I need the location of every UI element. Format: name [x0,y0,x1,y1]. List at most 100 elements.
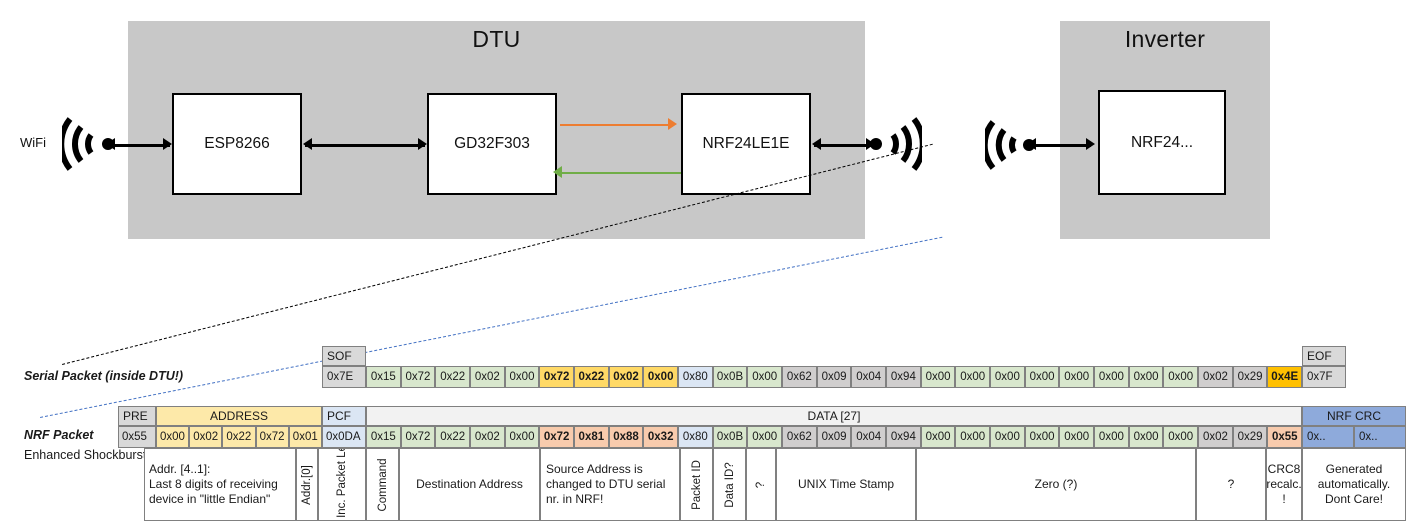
nrf-byte-1: 0x72 [400,426,436,448]
serial-byte-21: 0x00 [1094,366,1129,388]
chip-esp8266[interactable]: ESP8266 [172,93,302,195]
serial-byte-9: 0x80 [678,366,713,388]
chip-gd32f303[interactable]: GD32F303 [427,93,557,195]
block-diagram: DTU WiFi ESP8266 GD32F303 NRF24LE1E Inve… [0,0,1406,260]
desc-question-1-label: ? [755,481,767,488]
response-arrow-green [553,166,562,178]
desc-zero: Zero (?) [916,448,1196,521]
serial-byte-2: 0x22 [435,366,470,388]
serial-byte-19: 0x00 [1024,366,1060,388]
nrf-byte-18: 0x00 [990,426,1025,448]
wifi-esp-link [108,144,170,147]
nrf-byte-2: 0x22 [435,426,470,448]
esp-gd32-link [305,144,425,147]
serial-byte-17: 0x00 [955,366,991,388]
desc-data-id: Data ID? [713,448,746,521]
serial-byte-11: 0x00 [747,366,783,388]
inverter-arrow-right [1086,138,1095,150]
nrf-byte-21: 0x00 [1094,426,1129,448]
desc-command: Command [366,448,399,521]
nrf-antenna-link [814,144,872,147]
nrf-byte-4: 0x00 [504,426,540,448]
serial-byte-20: 0x00 [1059,366,1095,388]
nrf-pcf-value: 0x0DA [322,426,366,448]
nrf-byte-26: 0x55 [1267,426,1303,448]
nrf-byte-19: 0x00 [1024,426,1060,448]
serial-byte-13: 0x09 [816,366,852,388]
desc-command-label: Command [376,457,389,512]
nrf-address-value-2: 0x22 [222,426,256,448]
nrf-byte-12: 0x62 [782,426,817,448]
nrf-byte-10: 0x0B [712,426,748,448]
desc-question-1: ? [746,448,776,521]
nrf-crc-header: NRF CRC [1302,406,1406,426]
nrf-byte-17: 0x00 [955,426,991,448]
serial-byte-12: 0x62 [782,366,817,388]
request-link-orange [560,124,672,126]
nrf-address-value-4: 0x01 [288,426,322,448]
dtu-radio-antenna-icon [870,117,922,171]
nrf-byte-15: 0x94 [886,426,921,448]
nrf-byte-22: 0x00 [1128,426,1164,448]
nrf-byte-23: 0x00 [1163,426,1199,448]
nrf-antenna-arrow-left [812,138,821,150]
nrf-byte-5: 0x72 [539,426,574,448]
serial-byte-1: 0x72 [400,366,436,388]
serial-byte-24: 0x02 [1198,366,1233,388]
nrf-crc-value-1: 0x.. [1354,426,1406,448]
nrf-crc-value-0: 0x.. [1302,426,1354,448]
nrf-byte-6: 0x81 [574,426,609,448]
serial-sof-value: 0x7E [322,366,366,388]
nrf-packet-sublabel: Enhanced Shockburst [24,448,147,462]
esp-gd32-arrow-right [418,138,427,150]
desc-destination: Destination Address [399,448,540,521]
serial-byte-3: 0x02 [470,366,505,388]
desc-addr0: Addr.[0] [296,448,318,521]
desc-address: Addr. [4..1]: Last 8 digits of receiving… [144,448,296,521]
wifi-label: WiFi [20,135,46,150]
nrf-byte-7: 0x88 [608,426,644,448]
inverter-antenna-link [1029,144,1091,147]
nrf-byte-9: 0x80 [678,426,713,448]
serial-byte-22: 0x00 [1128,366,1164,388]
serial-byte-25: 0x29 [1232,366,1268,388]
inverter-title: Inverter [1124,26,1206,52]
desc-auto-crc: Generated automatically. Dont Care! [1302,448,1406,521]
nrf-packet-leader-line [40,236,943,418]
nrf-pre-header: PRE [118,406,156,426]
desc-addr0-label: Addr.[0] [301,464,313,505]
nrf-byte-24: 0x02 [1198,426,1233,448]
wifi-esp-arrow-right [163,138,172,150]
serial-byte-26: 0x4E [1267,366,1303,388]
request-arrow-orange [668,118,677,130]
desc-packet-length-label: 9 Bit! Inc. Packet Length [336,448,348,521]
serial-eof-value: 0x7F [1302,366,1346,388]
nrf-byte-8: 0x32 [643,426,679,448]
nrf-byte-13: 0x09 [816,426,852,448]
nrf-address-header: ADDRESS [156,406,322,426]
nrf-byte-0: 0x15 [366,426,401,448]
chip-nrf24[interactable]: NRF24... [1098,90,1226,195]
inverter-arrow-left [1027,138,1036,150]
nrf-byte-11: 0x00 [747,426,783,448]
nrf-byte-16: 0x00 [920,426,956,448]
serial-eof-header: EOF [1302,346,1346,366]
nrf-byte-14: 0x04 [851,426,887,448]
dtu-title: DTU [472,26,521,52]
nrf-address-value-3: 0x72 [255,426,289,448]
serial-byte-15: 0x94 [886,366,921,388]
desc-packet-length: 9 Bit! Inc. Packet Length [318,448,366,521]
desc-crc8: CRC8 recalc. ! [1266,448,1302,521]
serial-byte-5: 0x72 [539,366,574,388]
nrf-data-header: DATA [27] [366,406,1302,426]
desc-timestamp: UNIX Time Stamp [776,448,916,521]
nrf-pre-value: 0x55 [118,426,156,448]
nrf-address-value-0: 0x00 [156,426,190,448]
serial-byte-10: 0x0B [712,366,748,388]
serial-byte-7: 0x02 [608,366,644,388]
serial-byte-6: 0x22 [574,366,609,388]
serial-byte-4: 0x00 [504,366,540,388]
nrf-packet-label: NRF Packet [24,428,94,442]
nrf-byte-20: 0x00 [1059,426,1095,448]
chip-nrf24le1e[interactable]: NRF24LE1E [681,93,811,195]
